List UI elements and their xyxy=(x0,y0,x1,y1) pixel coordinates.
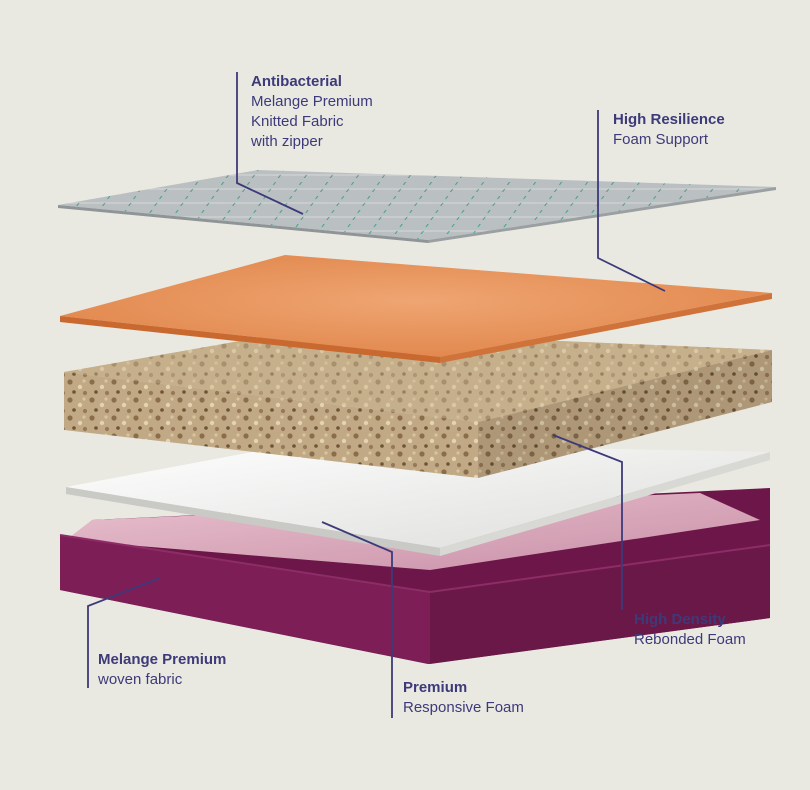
label-premium-responsive-line-1: Responsive Foam xyxy=(403,699,524,716)
callout-line-high-density xyxy=(552,434,623,610)
high-resilience-foam-layer xyxy=(60,255,772,363)
label-high-density: High Density Rebonded Foam xyxy=(634,610,746,650)
label-antibacterial-title: Antibacterial xyxy=(251,73,342,90)
label-high-density-line-1: Rebonded Foam xyxy=(634,631,746,648)
label-antibacterial-line-3: with zipper xyxy=(251,133,323,150)
knitted-fabric-layer xyxy=(58,170,776,243)
label-melange-woven-line-1: woven fabric xyxy=(98,671,183,688)
label-melange-woven-title: Melange Premium xyxy=(98,651,227,668)
responsive-foam-layer xyxy=(66,443,770,556)
callout-line-premium-responsive xyxy=(321,521,393,718)
label-high-resilience-title: High Resilience xyxy=(613,111,725,128)
label-antibacterial-line-2: Knitted Fabric xyxy=(251,113,344,130)
label-premium-responsive: Premium Responsive Foam xyxy=(403,678,524,718)
callout-line-antibacterial xyxy=(236,72,304,215)
label-antibacterial-line-1: Melange Premium xyxy=(251,93,373,110)
callout-line-high-resilience xyxy=(597,110,666,292)
label-high-density-title: High Density xyxy=(634,611,726,628)
label-high-resilience-line-1: Foam Support xyxy=(613,131,709,148)
callout-line-melange-woven xyxy=(87,577,161,688)
rebonded-foam-layer xyxy=(64,330,772,478)
label-premium-responsive-title: Premium xyxy=(403,679,468,696)
label-high-resilience: High Resilience Foam Support xyxy=(613,110,725,150)
label-antibacterial: Antibacterial Melange Premium Knitted Fa… xyxy=(251,72,373,152)
label-melange-woven: Melange Premium woven fabric xyxy=(98,650,226,690)
